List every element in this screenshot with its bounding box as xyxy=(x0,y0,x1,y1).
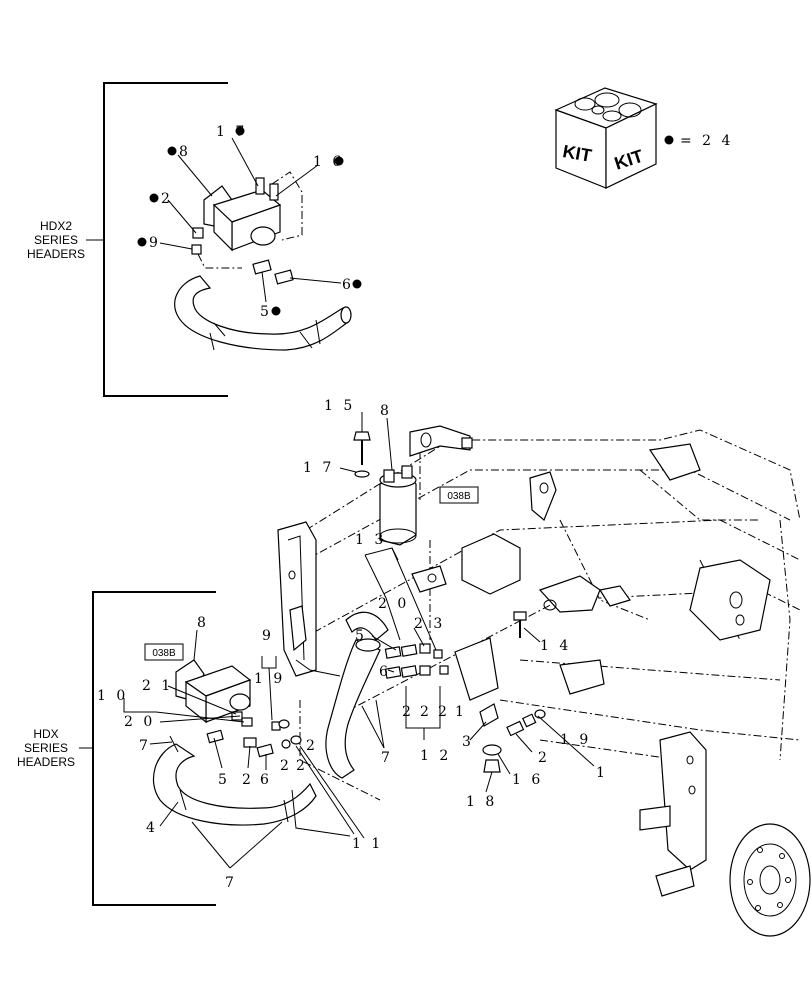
main-callout-2: 2 xyxy=(538,750,550,766)
hdx2-kit-dot-9 xyxy=(137,237,147,247)
hdx-callout-10: 1 0 xyxy=(97,688,128,704)
hdx2-bracket xyxy=(86,82,228,397)
hdx-callout-20: 2 0 xyxy=(124,714,155,730)
hdx-callout-19: 1 9 xyxy=(254,671,285,687)
main-callout-7: 7 xyxy=(381,750,393,766)
hdx2-callout-8: 8 xyxy=(179,144,191,160)
hdx-callout-2d: 2 xyxy=(306,738,318,754)
hdx-callout-4: 4 xyxy=(146,820,158,836)
main-callout-8: 8 xyxy=(380,403,392,419)
main-callout-6: 6 xyxy=(379,664,391,680)
hdx-callout-9: 9 xyxy=(262,628,274,644)
hdx2-kit-dot-6 xyxy=(352,279,362,289)
hdx-callout-2a: 2 xyxy=(242,772,254,788)
main-callout-14: 1 4 xyxy=(540,638,571,654)
hdx2-kit-dot-8 xyxy=(167,146,177,156)
hdx2-label-line3: HEADERS xyxy=(27,247,85,261)
main-callout-12: 1 2 xyxy=(420,748,451,764)
hdx-callout-2c: 2 xyxy=(296,758,308,774)
hdx-callout-21: 2 1 xyxy=(142,678,173,694)
hdx2-kit-dot-2 xyxy=(149,193,159,203)
hdx-callout-8: 8 xyxy=(197,615,209,631)
hdx-label-line2: SERIES xyxy=(24,741,68,755)
kit-box-icon: KIT KIT xyxy=(554,87,658,189)
hdx-leaders xyxy=(149,629,365,869)
main-callout-15: 1 5 xyxy=(324,398,355,414)
hdx2-label-line2: SERIES xyxy=(34,233,78,247)
hdx-callout-6: 6 xyxy=(260,772,272,788)
hdx2-callout-16: 1 6 xyxy=(313,154,344,170)
main-leaders xyxy=(339,412,595,793)
kit-bullet-icon xyxy=(664,135,674,145)
hdx2-callout-6: 6 xyxy=(342,277,354,293)
hdx2-label-line1: HDX2 xyxy=(40,219,72,233)
main-callout-3: 3 xyxy=(462,734,474,750)
hdx2-kit-dot-16 xyxy=(334,156,344,166)
main-callout-1b: 1 xyxy=(596,765,608,781)
hdx-callout-11: 1 1 xyxy=(352,836,383,852)
hdx-callout-7: 7 xyxy=(139,738,151,754)
main-callout-13: 1 3 xyxy=(355,532,386,548)
frame-details xyxy=(277,425,811,937)
main-callout-5: 5 xyxy=(355,628,367,644)
hdx2-callout-9: 9 xyxy=(149,235,161,251)
main-callout-20: 2 0 xyxy=(378,596,409,612)
kit-legend: = 2 4 xyxy=(680,133,733,149)
main-callout-23: 2 3 xyxy=(414,616,445,632)
main-callout-19: 1 9 xyxy=(560,732,591,748)
frame-phantom xyxy=(299,429,801,801)
hdx2-hose-assembly xyxy=(174,171,352,351)
hdx-ref-box[interactable] xyxy=(144,643,184,661)
hdx-label-line1: HDX xyxy=(33,727,58,741)
hdx-callout-7b: 7 xyxy=(225,875,237,891)
main-ref-box[interactable] xyxy=(439,486,479,504)
main-callout-22a: 2 xyxy=(402,704,414,720)
main-callout-22c: 2 xyxy=(438,704,450,720)
kit-label-left: KIT xyxy=(561,141,593,166)
main-callout-18: 1 8 xyxy=(466,794,497,810)
hdx-ref-038b[interactable]: 038B xyxy=(152,648,176,659)
hdx-label-line3: HEADERS xyxy=(17,755,75,769)
hdx2-leaders xyxy=(159,137,342,303)
hdx-bracket xyxy=(79,591,216,906)
main-callout-17: 1 7 xyxy=(303,460,334,476)
hdx2-callout-5: 5 xyxy=(260,304,272,320)
main-ref-038b[interactable]: 038B xyxy=(447,491,471,502)
hdx2-callout-2: 2 xyxy=(161,191,173,207)
hdx-callout-2b: 2 xyxy=(280,758,292,774)
hdx2-kit-dot-17 xyxy=(235,126,245,136)
main-callout-16: 1 6 xyxy=(512,772,543,788)
hdx-callout-5: 5 xyxy=(218,772,230,788)
main-callout-1a: 1 xyxy=(455,704,467,720)
hdx2-kit-dot-5 xyxy=(271,306,281,316)
main-callout-22b: 2 xyxy=(420,704,432,720)
